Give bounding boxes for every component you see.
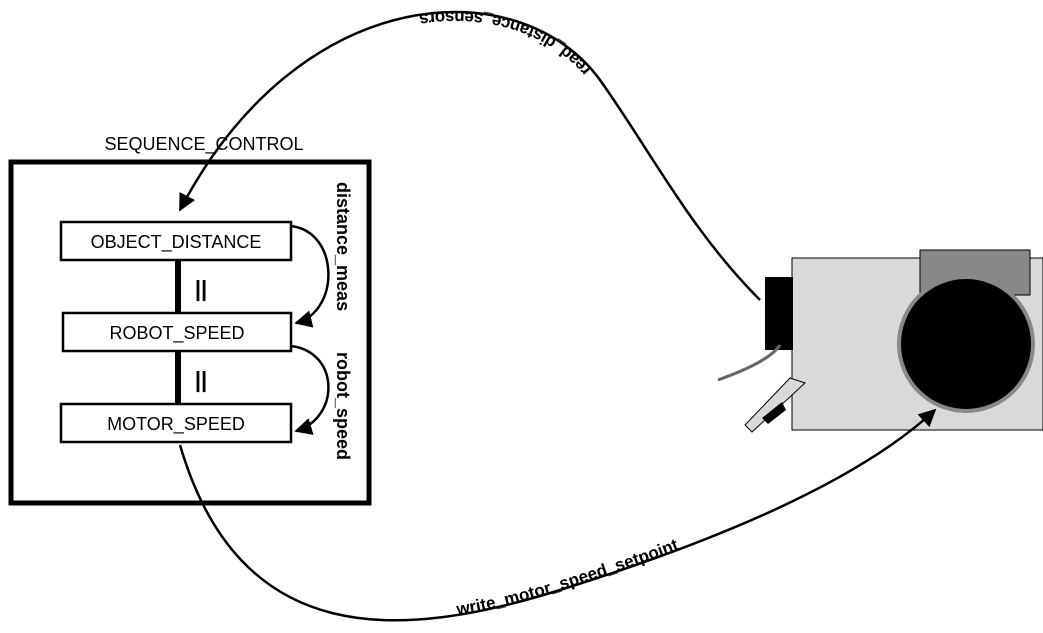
read-distance-sensors-label: read_distance_sensors [418,8,594,80]
block-motor-speed-label: MOTOR_SPEED [107,414,245,435]
distance-sensor [765,277,793,350]
parallel-symbol-1: || [195,276,207,301]
block-object-distance-label: OBJECT_DISTANCE [91,232,262,253]
block-object-distance: OBJECT_DISTANCE [59,220,293,262]
parallel-symbol-2: || [195,367,207,392]
block-robot-speed-label: ROBOT_SPEED [109,323,244,344]
flow-label-robot-speed: robot_speed [333,352,353,460]
block-robot-speed: ROBOT_SPEED [61,311,293,353]
write-motor-speed-setpoint-label-wrap: write_motor_speed_setpoint [454,535,681,619]
flow-arrow-distance-meas [290,224,330,328]
robot-wheel [897,275,1035,413]
sensor-cable [717,344,782,382]
write-motor-speed-setpoint-label: write_motor_speed_setpoint [454,535,681,619]
block-motor-speed: MOTOR_SPEED [59,402,293,444]
robot [717,249,1043,433]
bracket-block [762,402,786,424]
read-distance-sensors-label-wrap: read_distance_sensors [418,8,594,80]
flow-label-distance-meas: distance_meas [333,182,353,311]
sequence-control-box [8,159,372,506]
flow-arrow-robot-speed [290,344,330,435]
robot-bracket [744,377,806,433]
sequence-control-title: SEQUENCE_CONTROL [104,134,303,155]
